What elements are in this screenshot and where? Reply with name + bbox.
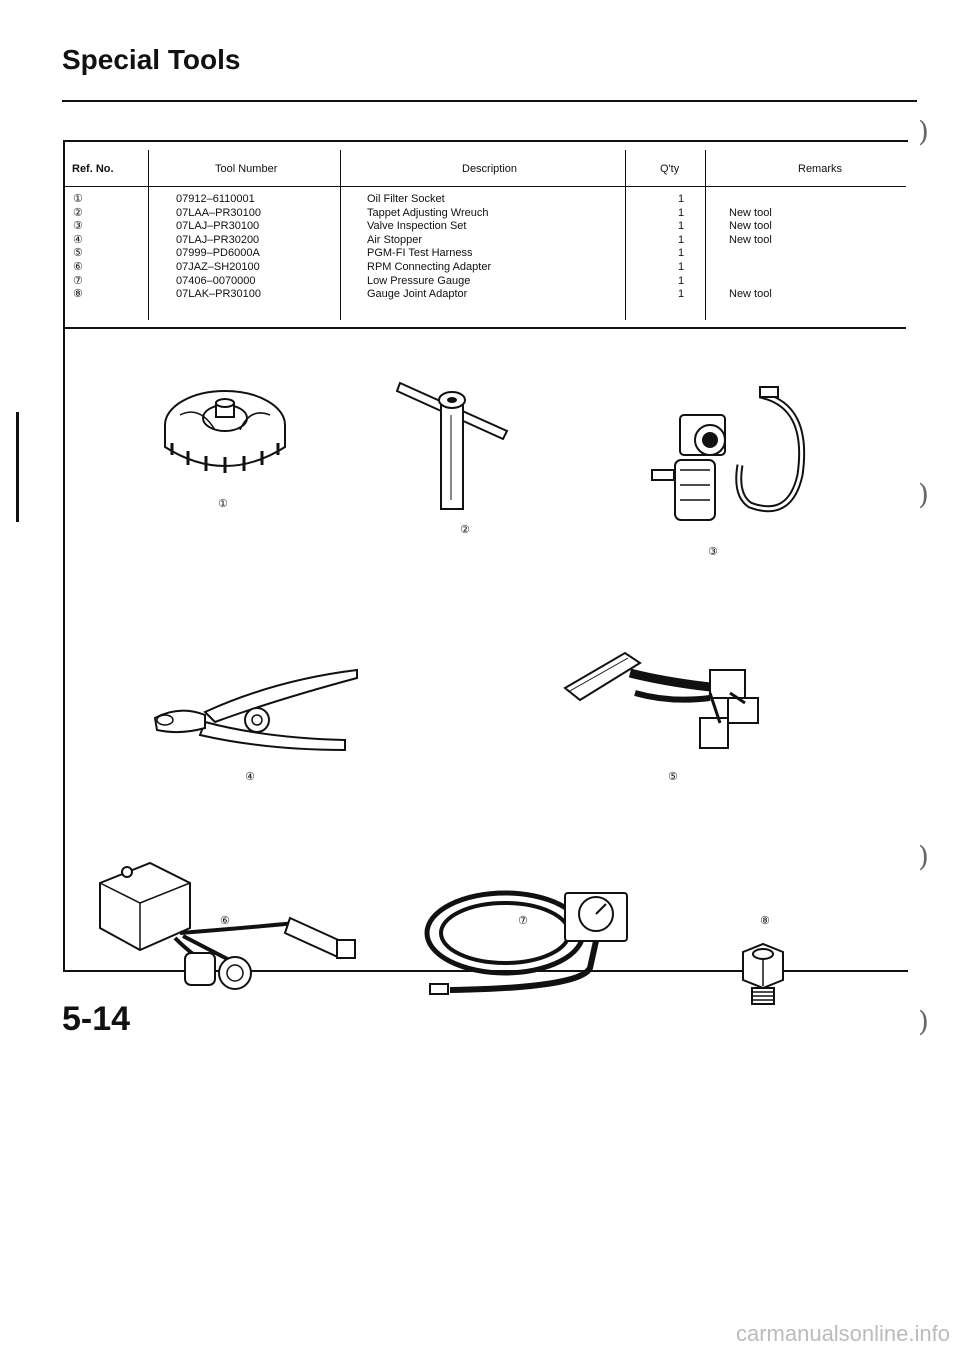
margin-binding-mark: ) bbox=[918, 115, 929, 148]
table-cell-tool-number: 07LAJ–PR30100 bbox=[176, 220, 260, 233]
gauge-joint-adaptor-illustration bbox=[742, 942, 784, 1005]
table-cell-ref: ② bbox=[73, 206, 83, 219]
table-cell-ref: ④ bbox=[73, 233, 83, 246]
header-remarks: Remarks bbox=[798, 163, 843, 175]
callout-4: ④ bbox=[245, 770, 255, 783]
table-cell-qty: 1 bbox=[678, 260, 685, 273]
table-cell-remarks: New tool bbox=[729, 233, 772, 246]
col-divider bbox=[705, 150, 706, 320]
table-cell-tool-number: 07LAK–PR30100 bbox=[176, 288, 262, 301]
page-number: 5-14 bbox=[62, 1000, 131, 1038]
table-cell-description: Air Stopper bbox=[367, 233, 423, 246]
header-tool-number: Tool Number bbox=[215, 163, 278, 175]
description-column: Oil Filter Socket Tappet Adjusting Wreuc… bbox=[367, 193, 491, 302]
table-cell-remarks bbox=[729, 193, 772, 207]
table-cell-ref: ⑦ bbox=[73, 274, 83, 287]
rpm-connecting-adapter-illustration bbox=[99, 861, 356, 990]
table-cell-description: Tappet Adjusting Wreuch bbox=[367, 206, 489, 219]
remarks-column: New tool New tool New tool New tool bbox=[729, 193, 772, 302]
page-title: Special Tools bbox=[62, 44, 241, 75]
table-cell-ref: ⑥ bbox=[73, 260, 83, 273]
callout-2: ② bbox=[460, 523, 470, 536]
table-cell-description: Oil Filter Socket bbox=[367, 193, 445, 205]
table-cell-qty: 1 bbox=[678, 247, 685, 260]
margin-binding-mark: ) bbox=[918, 840, 929, 873]
air-stopper-illustration bbox=[153, 668, 358, 752]
callout-7: ⑦ bbox=[518, 914, 528, 927]
table-cell-description: RPM Connecting Adapter bbox=[367, 260, 492, 273]
header-ref: Ref. No. bbox=[72, 163, 114, 175]
table-cell-remarks: New tool bbox=[729, 288, 772, 301]
table-cell-tool-number: 07LAA–PR30100 bbox=[176, 206, 262, 219]
table-cell-tool-number: 07LAJ–PR30200 bbox=[176, 233, 260, 246]
table-cell-remarks: New tool bbox=[729, 206, 772, 219]
table-cell-ref: ③ bbox=[73, 220, 83, 233]
callout-5: ⑤ bbox=[668, 770, 678, 783]
table-cell-remarks bbox=[729, 275, 772, 289]
table-cell-ref: ⑧ bbox=[73, 288, 83, 301]
table-cell-tool-number: 07912–6110001 bbox=[176, 193, 255, 205]
col-divider bbox=[148, 150, 149, 320]
callout-1: ① bbox=[218, 497, 228, 510]
table-cell-description: Valve Inspection Set bbox=[367, 220, 467, 233]
table-cell-description: PGM-FI Test Harness bbox=[367, 247, 473, 260]
table-cell-qty: 1 bbox=[678, 274, 685, 287]
table-cell-remarks: New tool bbox=[729, 220, 772, 233]
qty-column: 1 1 1 1 1 1 1 1 bbox=[678, 193, 684, 302]
tool-number-column: 07912–6110001 07LAA–PR30100 07LAJ–PR3010… bbox=[176, 193, 261, 302]
table-cell-qty: 1 bbox=[678, 288, 685, 301]
table-cell-tool-number: 07999–PD6000A bbox=[176, 247, 260, 260]
table-cell-ref: ① bbox=[73, 193, 83, 205]
callout-8: ⑧ bbox=[760, 914, 770, 927]
table-cell-remarks bbox=[729, 261, 772, 275]
low-pressure-gauge-illustration bbox=[424, 890, 628, 995]
margin-binding-mark: ) bbox=[918, 1005, 929, 1038]
table-cell-qty: 1 bbox=[678, 220, 685, 233]
table-cell-ref: ⑤ bbox=[73, 247, 83, 260]
callout-3: ③ bbox=[708, 545, 718, 558]
header-qty: Q'ty bbox=[660, 163, 680, 175]
table-bottom-rule bbox=[63, 327, 906, 329]
table-cell-qty: 1 bbox=[678, 206, 685, 219]
tappet-wrench-illustration bbox=[395, 381, 509, 510]
header-rule bbox=[63, 186, 906, 187]
col-divider bbox=[340, 150, 341, 320]
header-description: Description bbox=[462, 163, 518, 175]
callout-6: ⑥ bbox=[220, 914, 230, 927]
title-rule bbox=[62, 100, 917, 102]
table-cell-tool-number: 07406–0070000 bbox=[176, 274, 256, 287]
pgm-fi-test-harness-illustration bbox=[563, 651, 759, 749]
table-cell-description: Low Pressure Gauge bbox=[367, 274, 471, 287]
table-cell-remarks bbox=[729, 247, 772, 261]
col-divider bbox=[625, 150, 626, 320]
table-cell-qty: 1 bbox=[678, 193, 685, 205]
oil-filter-socket-illustration bbox=[164, 390, 286, 473]
margin-binding-line bbox=[16, 412, 19, 522]
table-cell-qty: 1 bbox=[678, 233, 685, 246]
footer-watermark[interactable]: carmanualsonline.info bbox=[735, 1321, 950, 1346]
valve-inspection-set-illustration bbox=[651, 386, 806, 521]
ref-column: ① ② ③ ④ ⑤ ⑥ ⑦ ⑧ bbox=[73, 193, 83, 302]
margin-binding-mark: ) bbox=[918, 478, 929, 511]
table-cell-description: Gauge Joint Adaptor bbox=[367, 288, 468, 301]
table-cell-tool-number: 07JAZ–SH20100 bbox=[176, 260, 260, 273]
